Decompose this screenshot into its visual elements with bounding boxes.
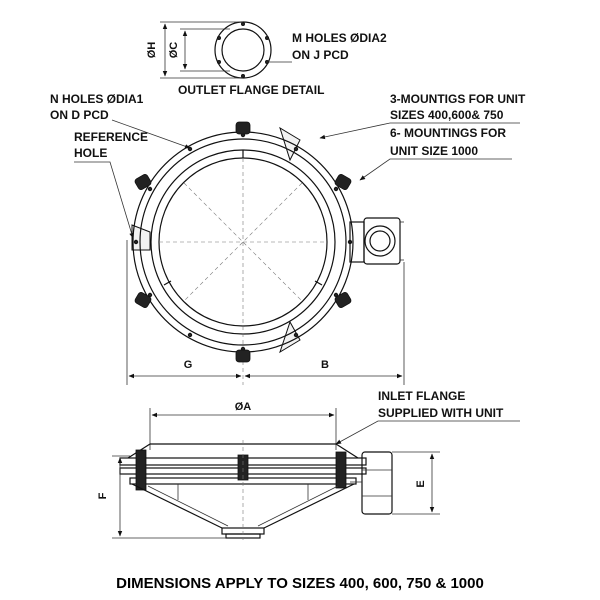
- dim-g-label: G: [184, 359, 193, 371]
- dim-e-label: E: [415, 480, 427, 487]
- outlet-flange-inner: [221, 28, 265, 72]
- dim-a-label: ØA: [235, 401, 252, 413]
- clamp-blocks: [134, 121, 352, 363]
- inlet-flange-label-2: SUPPLIED WITH UNIT: [378, 406, 504, 420]
- body-flange: [139, 138, 347, 346]
- caption: DIMENSIONS APPLY TO SIZES 400, 600, 750 …: [116, 575, 484, 592]
- mount6-label-2: UNIT SIZE 1000: [390, 144, 478, 158]
- inlet-flange-label-1: INLET FLANGE: [378, 389, 465, 403]
- side-motor: [361, 451, 393, 515]
- outlet-pcd-label: ON J PCD: [292, 48, 349, 62]
- dim-h-label: ØH: [146, 42, 158, 59]
- side-view: ØA F: [97, 389, 520, 540]
- motor-housing: [349, 217, 404, 265]
- mount3-label-1: 3-MOUNTIGS FOR UNIT: [390, 92, 526, 106]
- plan-view: G B N HOLES ØDIA1 ON D PCD REFERENCE HOL…: [50, 92, 526, 385]
- outlet-holes-label: M HOLES ØDIA2: [292, 31, 387, 45]
- dim-c-label: ØC: [168, 42, 180, 59]
- outlet-flange-detail: ØH ØC M HOLES ØDIA2 ON J PCD OUTLET FLAN…: [146, 21, 387, 97]
- reference-hole-label-1: REFERENCE: [74, 130, 148, 144]
- outlet-flange-outer: [214, 21, 272, 79]
- dim-f-label: F: [97, 492, 109, 499]
- pcd-holes: [133, 132, 353, 352]
- reference-hole-label-2: HOLE: [74, 146, 107, 160]
- outlet-flange-detail-label: OUTLET FLANGE DETAIL: [178, 83, 324, 97]
- mount3-label-2: SIZES 400,600& 750: [390, 108, 504, 122]
- dim-b-label: B: [321, 359, 329, 371]
- mount6-label-1: 6- MOUNTINGS FOR: [390, 126, 506, 140]
- n-holes-label: N HOLES ØDIA1: [50, 92, 144, 106]
- n-pcd-label: ON D PCD: [50, 108, 109, 122]
